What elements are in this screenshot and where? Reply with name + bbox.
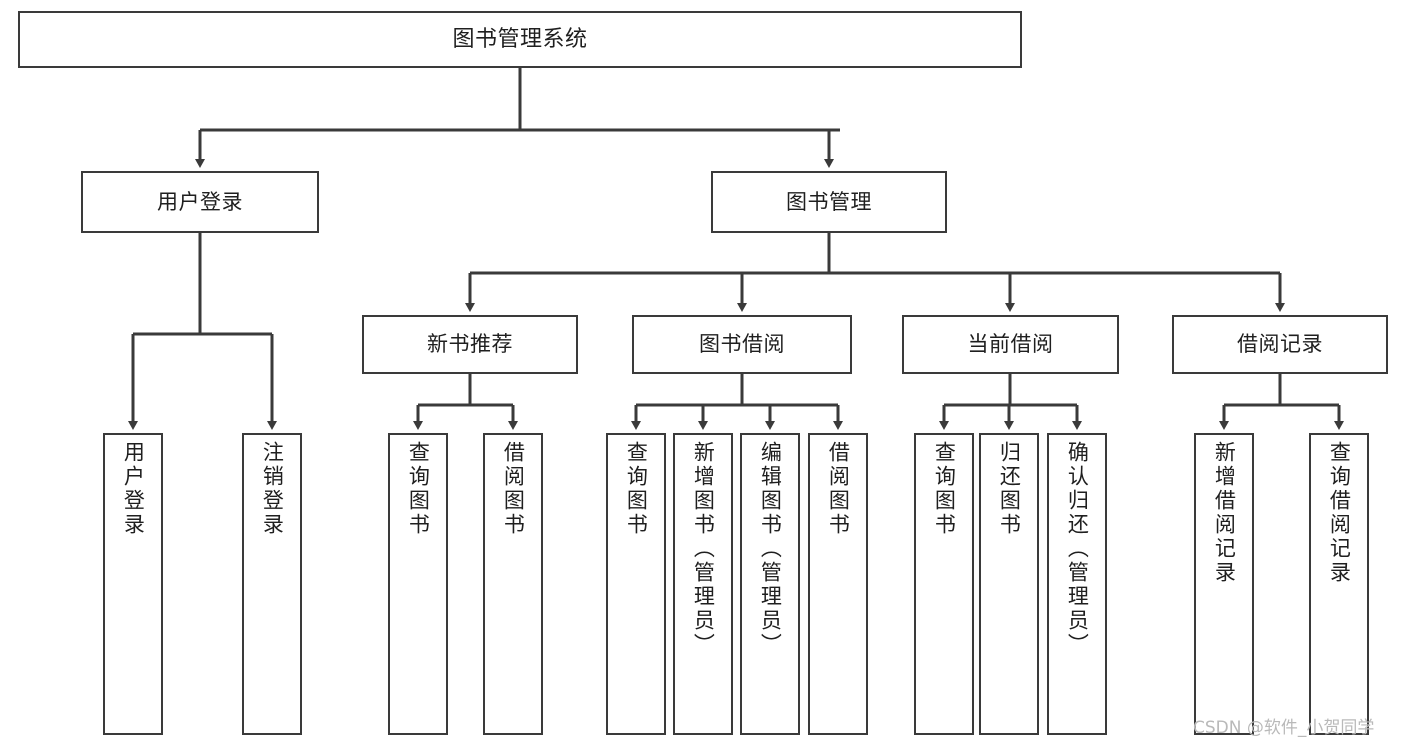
leaf-borrow-book-recommendation[interactable]: 借阅图书 — [483, 433, 543, 735]
node-current-borrowing[interactable]: 当前借阅 — [902, 315, 1119, 374]
node-label: 借阅记录 — [1237, 332, 1323, 357]
node-user-login[interactable]: 用户登录 — [81, 171, 319, 233]
node-label: 编辑图书（管理员） — [758, 441, 783, 657]
node-label: 用户登录 — [121, 441, 146, 537]
node-label: 查询借阅记录 — [1327, 441, 1352, 585]
leaf-edit-book-admin[interactable]: 编辑图书（管理员） — [740, 433, 800, 735]
node-borrowing-record[interactable]: 借阅记录 — [1172, 315, 1388, 374]
leaf-query-book-recommendation[interactable]: 查询图书 — [388, 433, 448, 735]
node-book-management[interactable]: 图书管理 — [711, 171, 947, 233]
node-book-borrowing[interactable]: 图书借阅 — [632, 315, 852, 374]
leaf-borrow-book-borrowing[interactable]: 借阅图书 — [808, 433, 868, 735]
leaf-add-borrowing-record[interactable]: 新增借阅记录 — [1194, 433, 1254, 735]
node-label: 查询图书 — [406, 441, 431, 537]
node-book-management-system[interactable]: 图书管理系统 — [18, 11, 1022, 68]
leaf-query-borrowing-record[interactable]: 查询借阅记录 — [1309, 433, 1369, 735]
node-label: 当前借阅 — [967, 332, 1054, 357]
node-label: 新增借阅记录 — [1212, 441, 1237, 585]
leaf-confirm-return-admin[interactable]: 确认归还（管理员） — [1047, 433, 1107, 735]
node-label: 用户登录 — [157, 189, 243, 214]
node-label: 借阅图书 — [826, 441, 851, 537]
node-label: 新书推荐 — [427, 332, 513, 357]
node-new-book-recommendation[interactable]: 新书推荐 — [362, 315, 578, 374]
node-label: 图书借阅 — [699, 332, 785, 357]
node-label: 图书管理 — [786, 189, 872, 214]
node-label: 图书管理系统 — [452, 26, 588, 52]
node-label: 归还图书 — [997, 441, 1022, 537]
leaf-return-book[interactable]: 归还图书 — [979, 433, 1039, 735]
watermark: CSDN @软件_小贺同学 — [1193, 718, 1375, 738]
node-label: 借阅图书 — [501, 441, 526, 537]
node-label: 注销登录 — [260, 441, 285, 537]
leaf-add-book-admin[interactable]: 新增图书（管理员） — [673, 433, 733, 735]
leaf-query-book-borrowing[interactable]: 查询图书 — [606, 433, 666, 735]
node-label: 查询图书 — [932, 441, 957, 537]
leaf-query-book-current[interactable]: 查询图书 — [914, 433, 974, 735]
leaf-user-login[interactable]: 用户登录 — [103, 433, 163, 735]
node-label: 确认归还（管理员） — [1065, 441, 1090, 657]
node-label: 新增图书（管理员） — [691, 441, 716, 657]
node-label: 查询图书 — [624, 441, 649, 537]
leaf-logout[interactable]: 注销登录 — [242, 433, 302, 735]
